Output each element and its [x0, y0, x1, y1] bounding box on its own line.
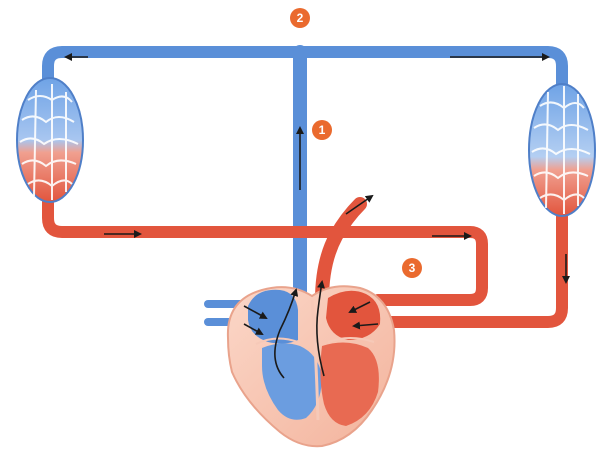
badge-1: 1 — [312, 120, 332, 140]
left-atrium — [326, 291, 380, 340]
capillary-bed-right — [529, 84, 595, 216]
badge-2: 2 — [290, 8, 310, 28]
badge-3: 3 — [402, 258, 422, 278]
artery-left-bottom — [48, 200, 482, 300]
capillary-bed-left — [17, 78, 83, 202]
badge-3-label: 3 — [409, 261, 416, 275]
badge-2-label: 2 — [297, 11, 304, 25]
badge-1-label: 1 — [319, 123, 326, 137]
